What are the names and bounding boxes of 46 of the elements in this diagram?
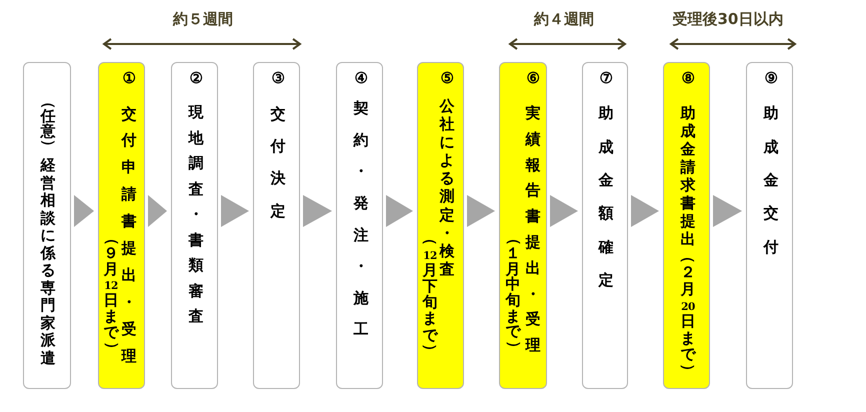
step-number: ② bbox=[188, 70, 204, 86]
chevron-arrow bbox=[74, 195, 94, 227]
step-label: 現地調査・書類審査 bbox=[188, 102, 204, 328]
step-box bbox=[171, 62, 218, 389]
step-number: ⑨ bbox=[764, 70, 778, 86]
step-number: ① bbox=[122, 70, 136, 86]
step-number: ⑦ bbox=[598, 70, 614, 86]
chevron-arrow bbox=[631, 195, 659, 227]
step-box bbox=[336, 62, 383, 389]
step-box bbox=[582, 62, 628, 389]
step-number: ⑥ bbox=[526, 70, 540, 86]
deadline-label: （９月12日まで） bbox=[104, 230, 118, 356]
step-box bbox=[746, 62, 793, 389]
step-label: 助成金請求書提出 bbox=[680, 104, 696, 248]
step-label: 経営相談に係る専門家派遣 bbox=[40, 157, 56, 368]
step-label: 助成金交付 bbox=[764, 103, 778, 258]
chevron-arrow bbox=[550, 195, 578, 227]
step-box bbox=[23, 62, 71, 389]
step-label: （任意） bbox=[40, 94, 56, 154]
step-label: 実績報告書提出・受理 bbox=[526, 103, 540, 356]
duration-label: 約５週間 bbox=[173, 10, 233, 28]
step-label: 契約・発注・施工 bbox=[354, 98, 368, 340]
step-label: 交付決定 bbox=[270, 104, 286, 222]
step-number: ④ bbox=[354, 70, 368, 86]
step-box bbox=[417, 62, 464, 389]
step-label: 助成金額確定 bbox=[598, 103, 614, 292]
step-label: 交付申請書提出・受理 bbox=[122, 104, 136, 367]
chevron-arrow bbox=[386, 195, 413, 227]
deadline-label: （12月下旬まで） bbox=[422, 230, 438, 359]
step-box bbox=[98, 62, 145, 389]
step-box bbox=[253, 62, 300, 389]
step-number: ⑤ bbox=[440, 70, 454, 86]
duration-label: 受理後30日以内 bbox=[672, 10, 784, 28]
step-number: ⑧ bbox=[680, 70, 696, 86]
step-number: ③ bbox=[270, 70, 286, 86]
deadline-label: （２月20日まで） bbox=[680, 248, 696, 379]
duration-label: 約４週間 bbox=[534, 10, 594, 28]
deadline-label: （１月中旬まで） bbox=[506, 230, 520, 356]
chevron-arrow bbox=[467, 195, 495, 227]
chevron-arrow bbox=[148, 195, 167, 227]
chevron-arrow bbox=[713, 195, 742, 227]
chevron-arrow bbox=[303, 195, 332, 227]
step-label: 公社による測定・検査 bbox=[440, 96, 454, 278]
step-box bbox=[499, 62, 547, 389]
step-box bbox=[663, 62, 710, 389]
chevron-arrow bbox=[221, 195, 249, 227]
